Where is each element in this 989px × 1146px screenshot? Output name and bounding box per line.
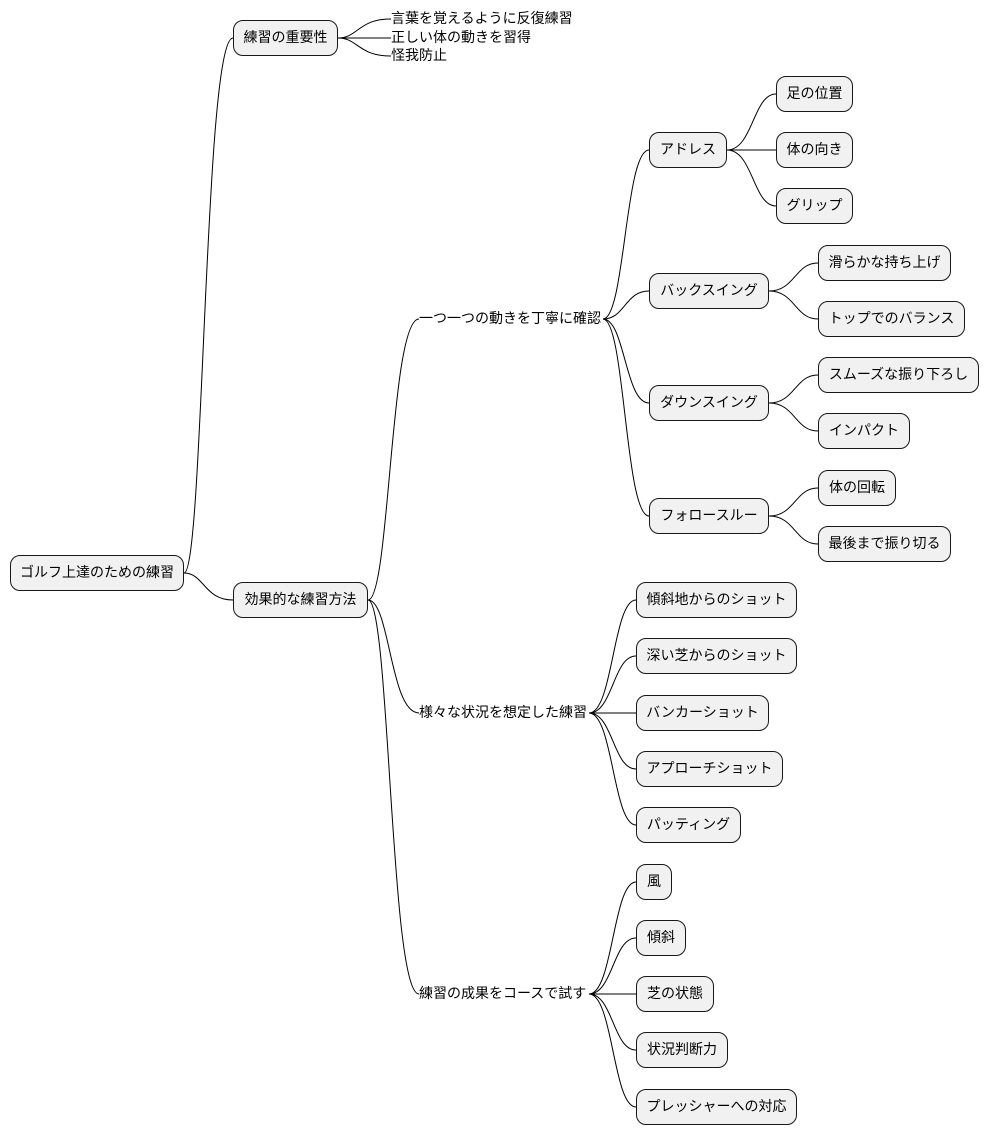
- backswing-item: トップでのバランス: [818, 301, 965, 337]
- downswing-node: ダウンスイング: [649, 385, 769, 421]
- importance-item: 正しい体の動きを習得: [391, 30, 531, 46]
- methods-node: 効果的な練習方法: [233, 582, 368, 618]
- address-item: 足の位置: [776, 76, 853, 112]
- check-label: 一つ一つの動きを丁寧に確認: [419, 311, 601, 327]
- importance-node: 練習の重要性: [233, 20, 338, 56]
- situations-label: 様々な状況を想定した練習: [419, 705, 587, 721]
- situation-item: アプローチショット: [636, 751, 783, 787]
- course-label: 練習の成果をコースで試す: [419, 986, 587, 1002]
- address-item: グリップ: [776, 188, 853, 224]
- course-item: 芝の状態: [636, 976, 714, 1012]
- situation-item: 傾斜地からのショット: [636, 582, 797, 618]
- root-node: ゴルフ上達のための練習: [10, 555, 184, 591]
- situation-item: 深い芝からのショット: [636, 638, 797, 674]
- address-node: アドレス: [649, 132, 727, 168]
- importance-item: 言葉を覚えるように反復練習: [391, 11, 573, 27]
- course-item: 状況判断力: [636, 1032, 728, 1068]
- course-item: プレッシャーへの対応: [636, 1089, 797, 1125]
- address-item: 体の向き: [776, 132, 853, 168]
- importance-item: 怪我防止: [391, 48, 447, 64]
- follow-item: 体の回転: [818, 470, 896, 506]
- backswing-node: バックスイング: [649, 273, 769, 309]
- follow-item: 最後まで振り切る: [818, 526, 951, 562]
- downswing-item: インパクト: [818, 413, 910, 449]
- downswing-item: スムーズな振り下ろし: [818, 357, 979, 393]
- situation-item: パッティング: [636, 807, 741, 843]
- course-item: 傾斜: [636, 920, 686, 956]
- situation-item: バンカーショット: [636, 695, 769, 731]
- course-item: 風: [636, 864, 672, 900]
- follow-node: フォロースルー: [649, 498, 769, 534]
- backswing-item: 滑らかな持ち上げ: [818, 245, 951, 281]
